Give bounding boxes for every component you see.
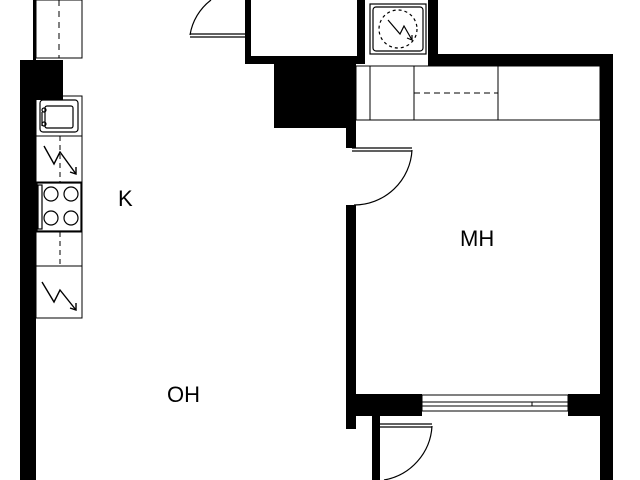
kitchen-counter: [35, 0, 83, 319]
dishwasher-icon: [43, 145, 77, 175]
wall-entry-left: [245, 0, 251, 62]
wall-right: [600, 54, 613, 480]
bedroom-wardrobe: [355, 65, 601, 121]
wall-right-top: [428, 54, 613, 66]
wall-lower-stub: [372, 415, 380, 480]
washing-machine-icon: [369, 3, 427, 55]
wall-bedroom-left: [346, 205, 356, 429]
wall-bedroom-bottom-left: [346, 394, 422, 416]
wall-kitchen-top-cap: [33, 0, 36, 60]
wall-left-top: [33, 60, 63, 100]
walls: [20, 0, 613, 480]
counter-lower: [35, 95, 83, 319]
stove-icon: [36, 182, 82, 232]
bedroom-bottom-window: [421, 394, 569, 412]
door-bedroom: [352, 147, 413, 206]
refrigerator-icon: [41, 281, 77, 311]
sink-icon: [39, 99, 79, 133]
wall-bath-left: [357, 0, 365, 64]
wall-left: [20, 60, 36, 480]
chimney-block: [274, 62, 354, 128]
door-lower: [374, 423, 433, 480]
room-label-kitchen: K: [118, 186, 133, 211]
wall-entry-top: [245, 56, 360, 64]
room-label-living-room: OH: [167, 382, 200, 407]
wall-bedroom-left-upper: [346, 62, 356, 148]
door-entry: [189, 0, 245, 38]
room-label-bedroom: MH: [460, 226, 494, 251]
wall-bath-right: [428, 0, 438, 64]
wall-bedroom-bottom-right: [568, 394, 613, 416]
